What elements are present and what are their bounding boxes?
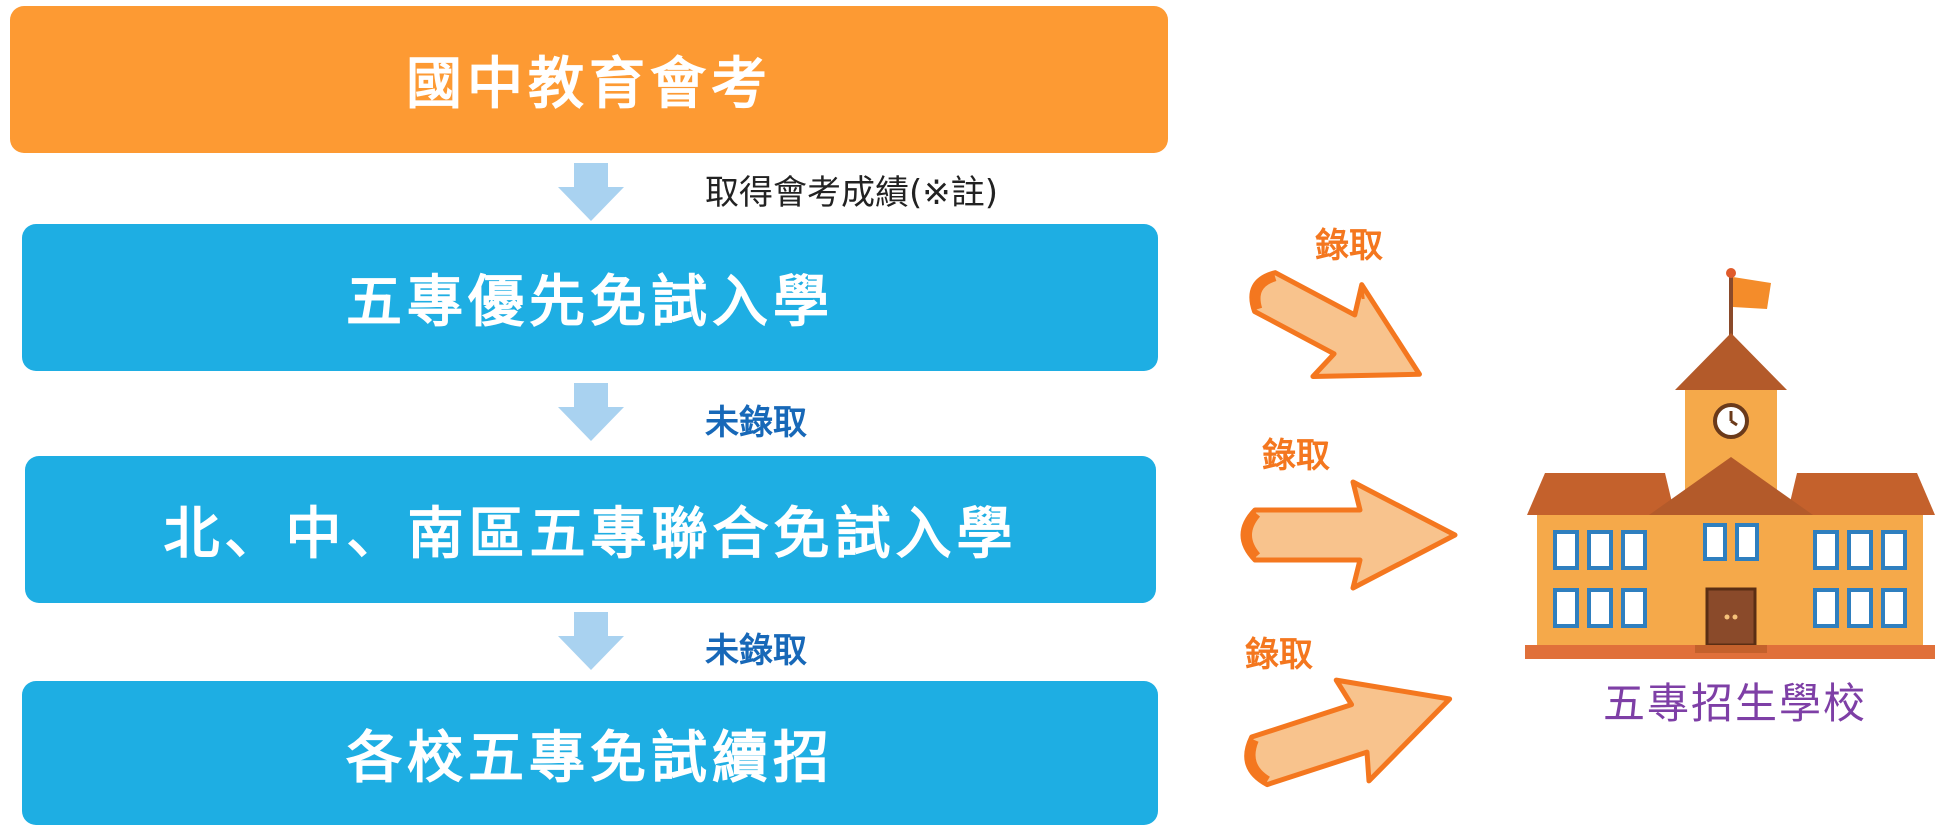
right-arrow-icon xyxy=(1244,677,1453,788)
step-exam-label: 國中教育會考 xyxy=(406,52,772,117)
down-arrow-icon xyxy=(558,383,624,441)
school-icon xyxy=(1525,268,1935,659)
step-priority-box: 五專優先免試入學 xyxy=(22,224,1158,371)
step-exam-box: 國中教育會考 xyxy=(10,6,1168,153)
admitted-label: 錄取 xyxy=(1315,226,1383,266)
not-admitted-note: 未錄取 xyxy=(705,403,807,443)
step-priority-label: 五專優先免試入學 xyxy=(346,270,834,335)
admitted-label: 錄取 xyxy=(1245,635,1313,675)
admitted-label: 錄取 xyxy=(1262,436,1330,476)
destination-label: 五專招生學校 xyxy=(1603,679,1868,728)
down-arrow-icon xyxy=(558,163,624,221)
step-joint-box: 北、中、南區五專聯合免試入學 xyxy=(25,456,1156,603)
right-arrow-icon xyxy=(1240,479,1458,591)
right-arrow-icon xyxy=(1249,270,1422,380)
step-continued-label: 各校五專免試續招 xyxy=(346,725,834,791)
step-joint-label: 北、中、南區五專聯合免試入學 xyxy=(163,502,1018,567)
not-admitted-note: 未錄取 xyxy=(705,631,807,671)
score-note: 取得會考成績(※註) xyxy=(705,173,999,213)
step-continued-box: 各校五專免試續招 xyxy=(22,681,1158,825)
down-arrow-icon xyxy=(558,612,624,670)
